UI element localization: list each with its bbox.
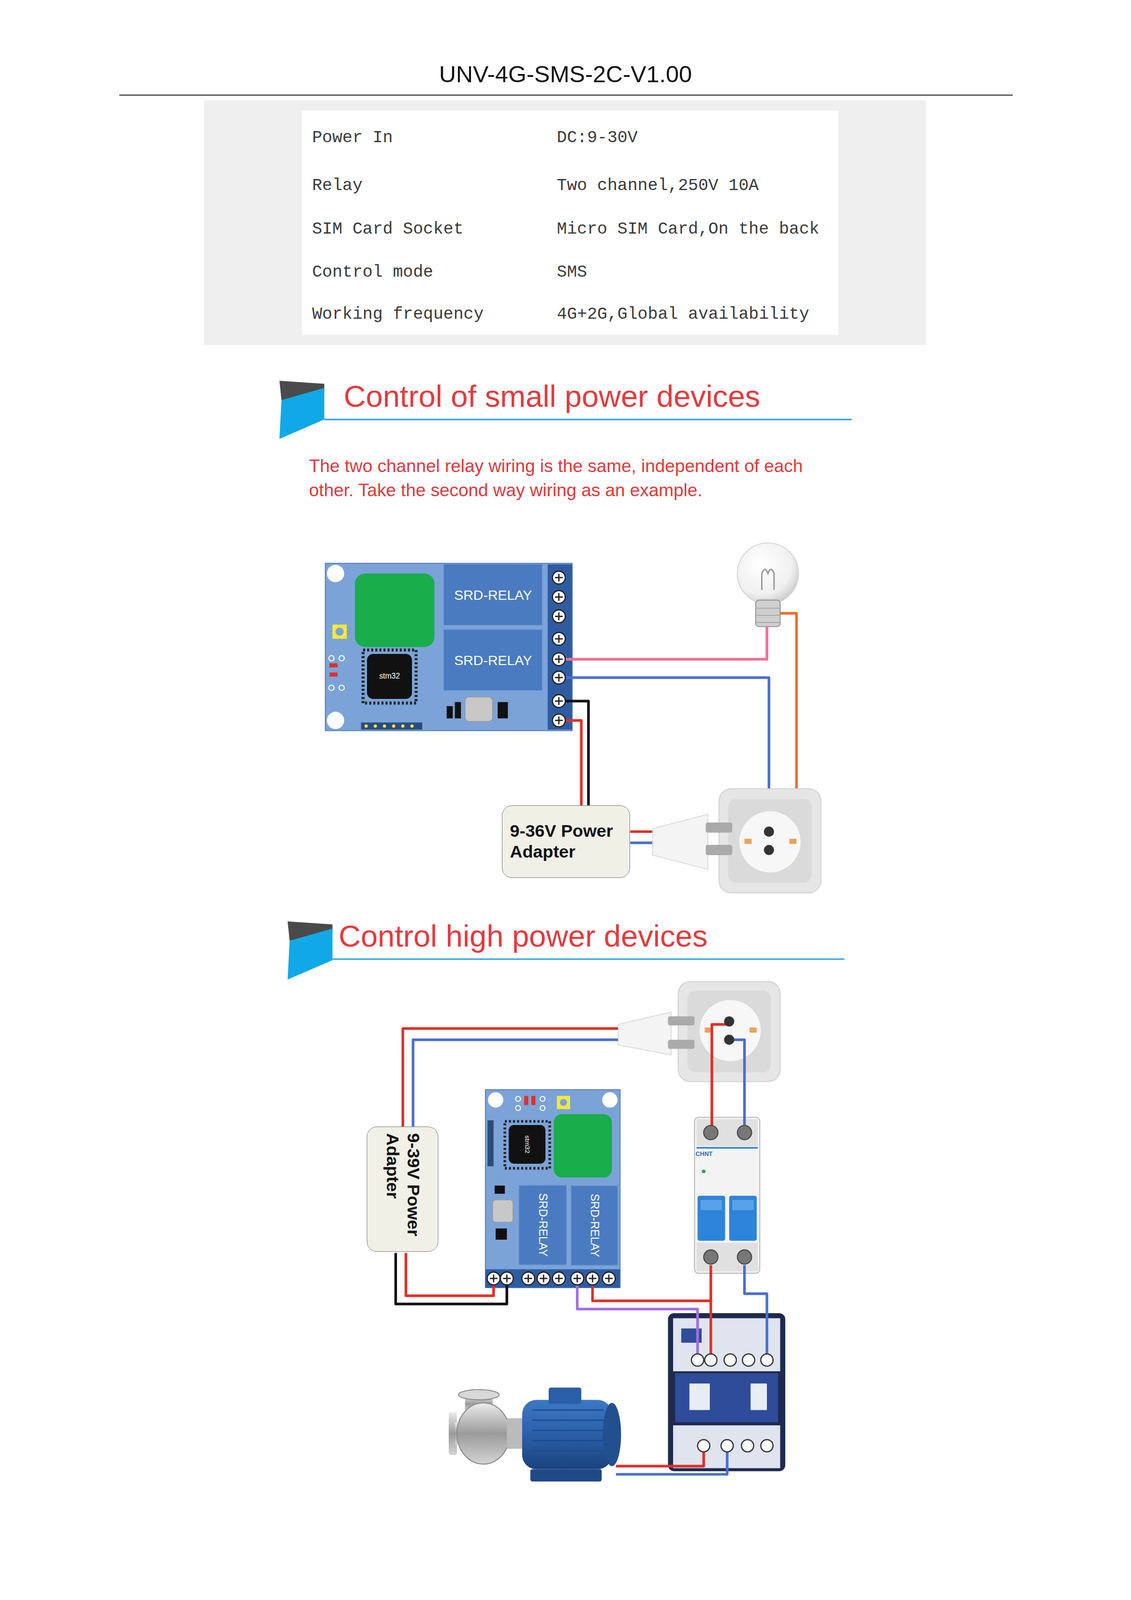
table-panel xyxy=(301,110,838,335)
header-rule xyxy=(119,94,1014,96)
relay-module: SRD-RELAY xyxy=(443,629,543,691)
relay-board xyxy=(485,1089,620,1288)
heading-flag xyxy=(287,928,333,980)
box-label: SRD-RELAY xyxy=(535,1193,550,1257)
heading-rule xyxy=(324,418,852,421)
box-label: SRD-RELAY xyxy=(454,586,532,603)
water-pump xyxy=(448,1387,621,1482)
table-cell: DC:9-30V xyxy=(557,127,638,148)
box-label: SRD-RELAY xyxy=(454,651,532,669)
wall-socket xyxy=(678,981,781,1082)
page-title: UNV-4G-SMS-2C-V1.00 xyxy=(0,59,1131,89)
wall-socket xyxy=(719,788,822,893)
section-heading: Control of small power devices xyxy=(343,378,761,415)
terminal-block xyxy=(552,571,566,727)
relay-module: SRD-RELAY xyxy=(518,1185,567,1265)
heading-rule xyxy=(332,957,845,960)
box-label: stm32 xyxy=(523,1135,531,1154)
relay-module: SRD-RELAY xyxy=(571,1185,618,1265)
terminal-block xyxy=(487,1271,616,1285)
table-cell: Power In xyxy=(311,127,393,148)
mains-plug xyxy=(617,1012,695,1056)
mcu-chip: stm32 xyxy=(367,653,412,699)
box-label: SRD-RELAY xyxy=(587,1193,602,1257)
relay-module: SRD-RELAY xyxy=(443,563,543,626)
table-ground xyxy=(204,100,926,345)
table-cell: SIM Card Socket xyxy=(311,219,464,240)
table-cell: Relay xyxy=(311,175,363,196)
relay-board xyxy=(325,563,573,731)
table-cell: 4G+2G,Global availability xyxy=(557,304,810,325)
table-cell: Micro SIM Card,On the back xyxy=(557,219,820,240)
power-adapter: 9-36V Power Adapter xyxy=(501,805,631,878)
table-cell: Two channel,250V 10A xyxy=(557,175,760,196)
brand-mark: CHNT xyxy=(695,1150,713,1158)
wires xyxy=(395,1024,767,1474)
wiring-note: The two channel relay wiring is the same… xyxy=(308,454,835,503)
heading-flag xyxy=(279,387,325,439)
light-bulb xyxy=(737,543,799,627)
mcu-chip: stm32 xyxy=(508,1124,546,1164)
box-label: 9-36V Power Adapter xyxy=(510,820,623,863)
mains-plug xyxy=(652,814,733,870)
circuit-breaker xyxy=(694,1116,760,1274)
box-label: 9-39V Power Adapter xyxy=(381,1132,424,1246)
table-cell: SMS xyxy=(557,262,588,283)
table-cell: Control mode xyxy=(311,262,434,283)
section-heading: Control high power devices xyxy=(338,917,708,955)
table-cell: Working frequency xyxy=(311,304,484,325)
box-label: stm32 xyxy=(379,671,400,681)
power-adapter: 9-39V Power Adapter xyxy=(367,1126,439,1252)
screw-terminals xyxy=(691,1015,774,1452)
